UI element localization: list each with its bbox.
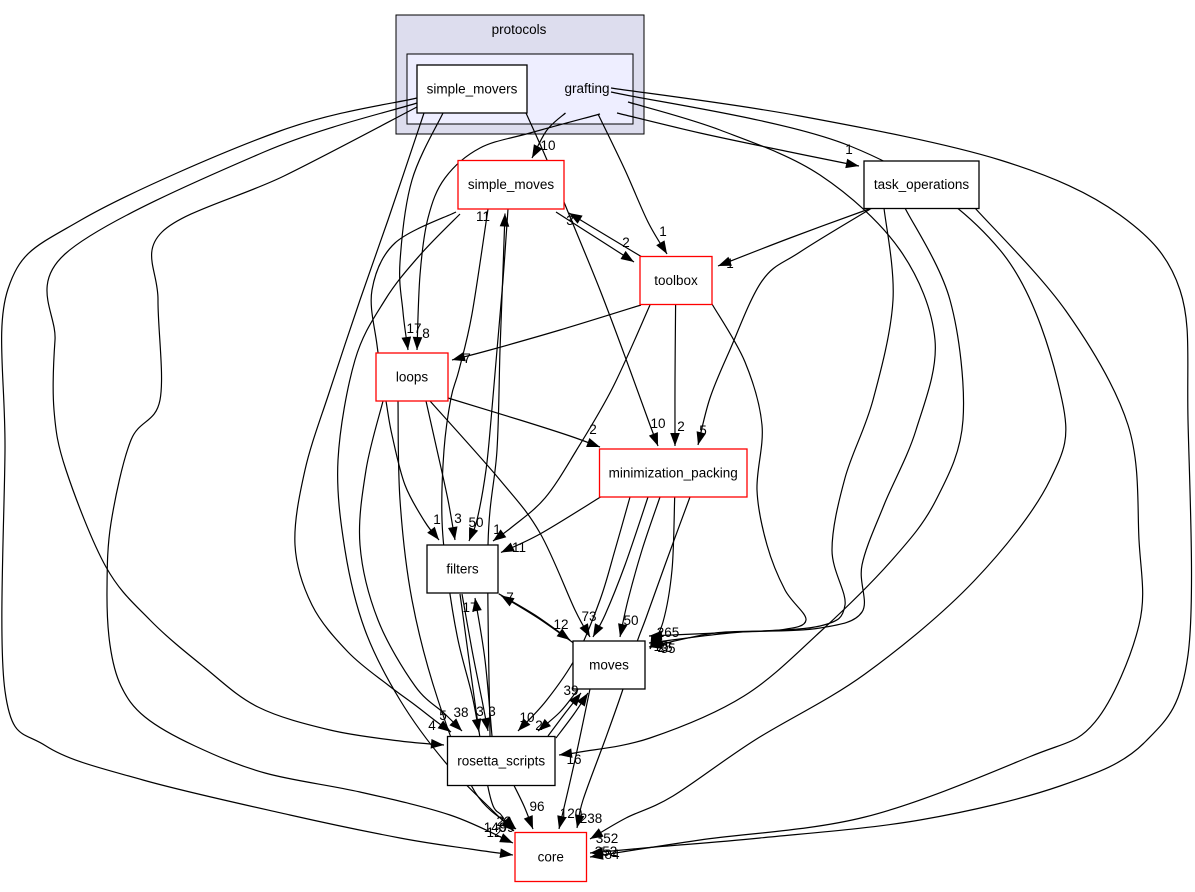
svg-text:1: 1 <box>493 522 501 537</box>
svg-text:12: 12 <box>486 825 501 840</box>
svg-text:352: 352 <box>596 831 619 846</box>
svg-text:7: 7 <box>463 351 471 366</box>
svg-text:2: 2 <box>622 235 630 250</box>
svg-text:10: 10 <box>540 138 555 153</box>
svg-text:moves: moves <box>589 658 629 673</box>
svg-text:50: 50 <box>623 613 638 628</box>
svg-text:loops: loops <box>396 370 429 385</box>
svg-text:rosetta_scripts: rosetta_scripts <box>457 754 545 769</box>
svg-text:25: 25 <box>657 640 672 655</box>
svg-text:protocols: protocols <box>492 22 547 37</box>
svg-text:352: 352 <box>595 844 618 859</box>
svg-text:38: 38 <box>453 705 468 720</box>
svg-text:8: 8 <box>422 326 430 341</box>
svg-text:simple_moves: simple_moves <box>468 177 555 192</box>
svg-text:2: 2 <box>677 419 685 434</box>
svg-text:99: 99 <box>499 820 514 835</box>
svg-text:2: 2 <box>589 422 597 437</box>
svg-text:16: 16 <box>566 752 581 767</box>
svg-text:140: 140 <box>484 820 507 835</box>
svg-text:5: 5 <box>439 708 447 723</box>
svg-text:50: 50 <box>468 515 483 530</box>
svg-text:3: 3 <box>566 213 574 228</box>
svg-text:core: core <box>538 850 564 865</box>
svg-text:filters: filters <box>446 562 479 577</box>
svg-text:39: 39 <box>563 683 578 698</box>
svg-text:10: 10 <box>650 416 665 431</box>
svg-text:265: 265 <box>657 625 680 640</box>
svg-text:1: 1 <box>433 512 441 527</box>
svg-text:23: 23 <box>496 814 511 829</box>
svg-text:minimization_packing: minimization_packing <box>609 466 738 481</box>
svg-text:5: 5 <box>699 423 707 438</box>
svg-text:1: 1 <box>659 224 667 239</box>
svg-text:11: 11 <box>512 540 526 555</box>
svg-text:1: 1 <box>845 142 853 157</box>
svg-text:17: 17 <box>462 600 477 615</box>
svg-text:11: 11 <box>476 209 490 224</box>
svg-text:task_operations: task_operations <box>874 177 970 192</box>
svg-text:238: 238 <box>580 811 603 826</box>
svg-text:15: 15 <box>653 639 668 654</box>
svg-text:3: 3 <box>488 704 496 719</box>
svg-text:7: 7 <box>506 590 514 605</box>
svg-text:120: 120 <box>560 806 583 821</box>
svg-text:simple_movers: simple_movers <box>427 82 518 97</box>
svg-text:17: 17 <box>406 321 421 336</box>
svg-text:96: 96 <box>529 799 544 814</box>
svg-text:1: 1 <box>726 256 734 271</box>
svg-text:4: 4 <box>428 718 436 733</box>
svg-text:84: 84 <box>604 847 620 862</box>
svg-text:35: 35 <box>660 641 675 656</box>
svg-text:grafting: grafting <box>564 81 609 96</box>
svg-text:toolbox: toolbox <box>654 273 698 288</box>
svg-text:3: 3 <box>476 704 484 719</box>
svg-text:3: 3 <box>454 511 462 526</box>
svg-text:10: 10 <box>519 710 534 725</box>
svg-text:73: 73 <box>581 609 596 624</box>
svg-text:12: 12 <box>553 617 568 632</box>
svg-text:2: 2 <box>535 718 543 733</box>
